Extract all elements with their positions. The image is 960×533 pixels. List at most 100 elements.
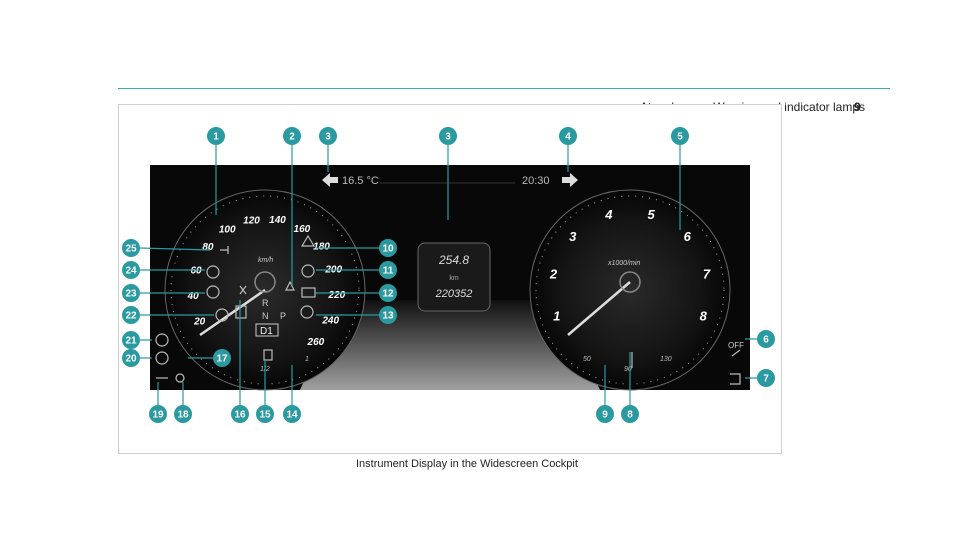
rpm-scale-label: 5: [647, 207, 655, 222]
callout-circle: [122, 261, 140, 279]
speed-scale-label: 260: [307, 337, 325, 348]
callout-circle: [621, 405, 639, 423]
callout-number: 10: [382, 244, 394, 255]
seatbelt-icon: [285, 280, 295, 291]
callout-circle: [379, 306, 397, 324]
temp-50: 50: [583, 356, 591, 363]
rpm-needle-hub: [619, 271, 641, 293]
temp-90: 90: [624, 366, 632, 373]
callout-number: 3: [445, 132, 451, 143]
center-light-floor: [300, 300, 600, 390]
speed-scale-label: 240: [321, 316, 339, 327]
callout-circle: [379, 261, 397, 279]
esp-off-label: OFF: [728, 341, 744, 350]
speed-unit: km/h: [258, 257, 273, 264]
callout-circle: [757, 330, 775, 348]
callout-circle: [122, 239, 140, 257]
callout-circle: [122, 306, 140, 324]
callout-number: 23: [125, 289, 137, 300]
callout-circle: [256, 405, 274, 423]
header-rule: [118, 88, 890, 89]
callout-number: 21: [125, 336, 137, 347]
rpm-scale-label: 8: [700, 309, 708, 324]
brake-warning-icon: [155, 351, 169, 365]
left-arrow-icon: [322, 173, 338, 187]
rpm-scale-label: 6: [684, 229, 692, 244]
callout-circle: [122, 349, 140, 367]
rpm-scale-label: 4: [604, 207, 613, 222]
rpm-scale-label: 3: [569, 229, 577, 244]
gear-current: D1: [260, 326, 273, 337]
callout-number: 12: [382, 289, 394, 300]
callout-circle: [379, 239, 397, 257]
callout-circle: [757, 369, 775, 387]
rpm-needle: [567, 281, 631, 336]
callout-number: 9: [602, 410, 608, 421]
callout-circle: [671, 127, 689, 145]
callout-circle: [213, 349, 231, 367]
clock: 20:30: [522, 175, 550, 187]
callout-circle: [149, 405, 167, 423]
callout-number: 24: [125, 266, 137, 277]
callout-circle: [439, 127, 457, 145]
callout-number: 7: [763, 374, 769, 385]
callout-number: 17: [216, 354, 228, 365]
odometer: 220352: [435, 288, 473, 300]
gear-n: N: [262, 311, 269, 321]
callout-number: 20: [125, 354, 137, 365]
callout-number: 14: [286, 410, 298, 421]
speed-scale-label: 20: [193, 316, 206, 327]
right-arrow-icon: [562, 173, 578, 187]
low-beam-icon: [730, 373, 741, 385]
trip-info-box: [417, 242, 491, 312]
callout-circle: [283, 405, 301, 423]
callout-circle: [122, 331, 140, 349]
callout-number: 2: [289, 132, 295, 143]
warning-icons: [155, 234, 741, 385]
speed-scale-label: 180: [313, 241, 330, 252]
callout-circle: [174, 405, 192, 423]
page-number: 9: [854, 100, 861, 114]
warning-triangle-icon: [300, 234, 316, 247]
callout-number: 4: [565, 132, 571, 143]
callout-number: 19: [152, 410, 164, 421]
callout-number: 22: [125, 311, 137, 322]
brake-icon: [215, 308, 229, 322]
gear-box: [255, 323, 279, 337]
glow-plug-icon: [175, 373, 185, 383]
callout-number: 8: [627, 410, 633, 421]
belt-icon: [235, 305, 247, 319]
temp-130: 130: [660, 356, 672, 363]
speed-scale-label: 220: [328, 290, 346, 301]
speed-needle: [199, 288, 266, 337]
callout-number: 5: [677, 132, 683, 143]
epb-icon: [155, 333, 169, 347]
battery-icon: [301, 287, 316, 298]
callout-circle: [559, 127, 577, 145]
speed-scale-label: 40: [187, 291, 200, 302]
callout-leaders: [139, 145, 766, 405]
callout-number: 16: [234, 410, 246, 421]
callout-number: 11: [383, 266, 394, 277]
rpm-unit: x1000/min: [607, 260, 640, 267]
fog-lamp-icon: [239, 285, 247, 295]
callout-circle: [231, 405, 249, 423]
callout-number: 13: [382, 311, 394, 322]
callout-number: 1: [213, 132, 219, 143]
speed-scale-label: 120: [243, 215, 260, 226]
abs-icon: [206, 285, 220, 299]
rpm-scale-label: 1: [553, 309, 560, 324]
speed-scale-label: 160: [294, 224, 311, 235]
callout-number: 18: [177, 410, 189, 421]
callout-number: 6: [763, 335, 769, 346]
distronic-icon: [301, 264, 315, 278]
gear-p: P: [280, 311, 286, 321]
callout-circle: [207, 127, 225, 145]
speed-scale-label: 100: [219, 225, 236, 236]
esp-icon: [731, 349, 741, 357]
trip-distance: 254.8: [438, 253, 469, 267]
callout-circle: [379, 284, 397, 302]
outside-temperature: 16.5 °C: [342, 175, 379, 187]
speed-scale-label: 80: [202, 242, 214, 253]
